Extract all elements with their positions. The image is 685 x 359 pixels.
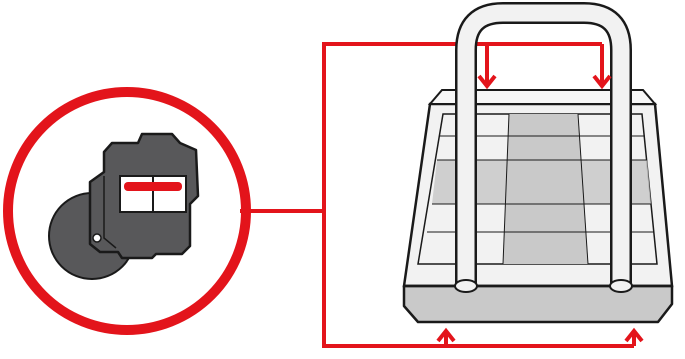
arrow-icon <box>436 327 456 346</box>
flow-arrows <box>436 44 644 346</box>
lift-tube <box>454 2 633 293</box>
power-head-icon <box>48 132 200 280</box>
arrow-icon <box>477 44 497 90</box>
arrow-icon <box>592 44 612 90</box>
arrow-icon <box>624 327 644 346</box>
inset-circle <box>3 87 251 335</box>
